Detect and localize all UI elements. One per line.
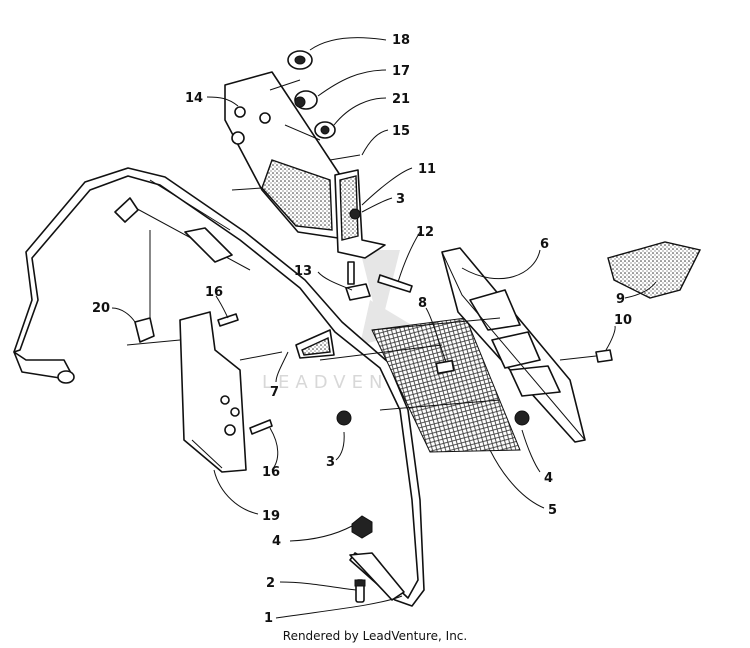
upper-side-bracket bbox=[224, 71, 341, 239]
channel-bracket bbox=[334, 169, 386, 259]
grommet-set bbox=[269, 50, 361, 161]
callout-4-lower: 4 bbox=[272, 534, 281, 549]
callout-16-lower: 16 bbox=[262, 465, 280, 480]
callout-4-right: 4 bbox=[544, 471, 553, 486]
callout-16-upper: 16 bbox=[205, 285, 223, 300]
fastener-set-lower bbox=[126, 313, 613, 435]
callout-3-lower: 3 bbox=[326, 455, 335, 470]
callout-8: 8 bbox=[418, 296, 427, 311]
bumper-tube bbox=[13, 167, 425, 607]
callout-14: 14 bbox=[185, 91, 203, 106]
triangle-panel bbox=[441, 247, 586, 443]
callout-7: 7 bbox=[270, 385, 279, 400]
callout-6: 6 bbox=[540, 237, 549, 252]
lower-side-plate bbox=[179, 311, 247, 473]
callout-17: 17 bbox=[392, 64, 410, 79]
callout-2: 2 bbox=[266, 576, 275, 591]
assembly-guide-lines bbox=[149, 230, 597, 411]
callout-19: 19 bbox=[262, 509, 280, 524]
callout-21: 21 bbox=[392, 92, 410, 107]
bumper-foot bbox=[349, 515, 405, 603]
mount-tab bbox=[295, 329, 335, 359]
callout-13: 13 bbox=[294, 264, 312, 279]
fastener-set-upper bbox=[345, 261, 413, 301]
callout-10: 10 bbox=[614, 313, 632, 328]
callout-15: 15 bbox=[392, 124, 410, 139]
callout-5: 5 bbox=[548, 503, 557, 518]
callout-11: 11 bbox=[418, 162, 436, 177]
callout-1: 1 bbox=[264, 611, 273, 626]
mesh-screen bbox=[371, 317, 521, 453]
callout-labels: 18 17 14 21 15 11 3 12 6 13 9 8 20 16 10… bbox=[92, 33, 632, 626]
spring-pin bbox=[435, 359, 455, 375]
callout-20: 20 bbox=[92, 301, 110, 316]
callout-leaders bbox=[111, 37, 657, 619]
footer-credit: Rendered by LeadVenture, Inc. bbox=[282, 629, 468, 643]
callout-9: 9 bbox=[616, 292, 625, 307]
callout-12: 12 bbox=[416, 225, 434, 240]
foam-pad bbox=[607, 241, 702, 299]
callout-3-upper: 3 bbox=[396, 192, 405, 207]
callout-18: 18 bbox=[392, 33, 410, 48]
